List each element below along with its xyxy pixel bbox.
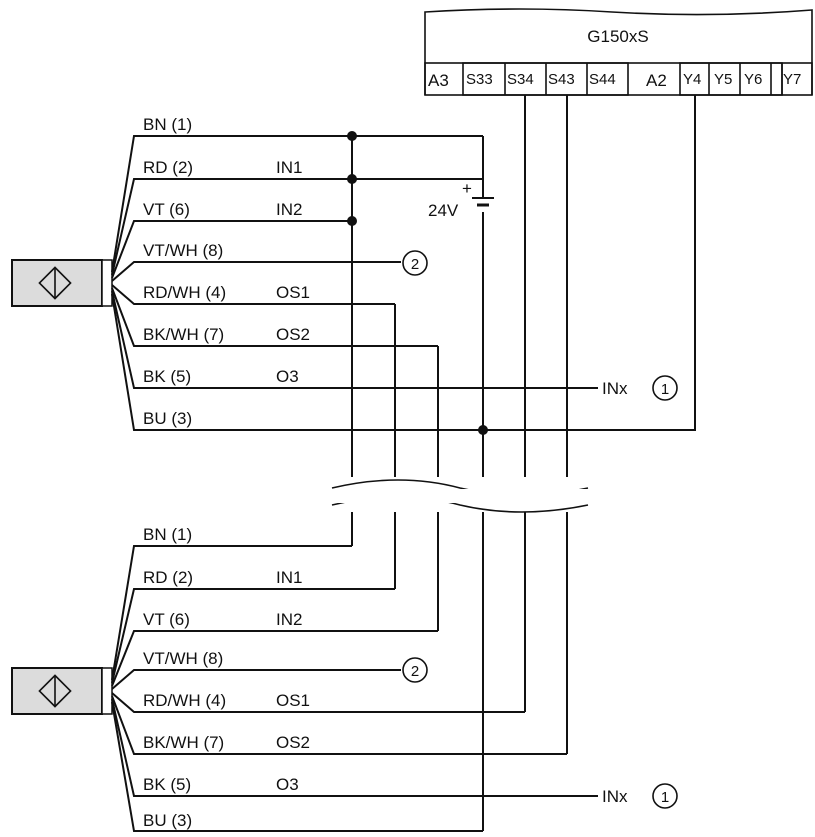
s1-inx-label: INx: [602, 379, 628, 398]
s1-wire-2-signal: IN1: [276, 158, 302, 177]
s2-wire-2-signal: IN1: [276, 568, 302, 587]
sensor-1: BN (1) RD (2) IN1 VT (6) IN2 VT/WH (8) R…: [11, 115, 678, 435]
s2-wire-2-color: RD (2): [143, 568, 193, 587]
s2-wire-7-signal: O3: [276, 775, 299, 794]
terminal-y5: Y5: [714, 71, 732, 88]
s2-callout-unused: [402, 657, 428, 683]
s2-wire-5-signal: OS1: [276, 691, 310, 710]
s2-wire-8-color: BU (3): [143, 811, 192, 830]
sensor-icon: [38, 266, 72, 300]
controller-name: G150xS: [587, 27, 648, 46]
s2-wire-7-color: BK (5): [143, 775, 191, 794]
terminal-s34: S34: [507, 71, 534, 88]
s1-wire-7-signal: O3: [276, 367, 299, 386]
s1-callout-inx-num: 1: [661, 381, 669, 398]
terminal-y7: Y7: [783, 71, 801, 88]
sensor-2: BN (1) RD (2) IN1 VT (6) IN2 VT/WH (8) R…: [11, 525, 678, 832]
s2-wire-3-color: VT (6): [143, 610, 190, 629]
s1-wire-2-color: RD (2): [143, 158, 193, 177]
s2-wire-4-color: VT/WH (8): [143, 649, 223, 668]
s1-wire-5-signal: OS1: [276, 283, 310, 302]
terminal-s43: S43: [548, 71, 575, 88]
s2-wire-6-color: BK/WH (7): [143, 733, 224, 752]
s2-wire-5-color: RD/WH (4): [143, 691, 226, 710]
s1-wire-5-color: RD/WH (4): [143, 283, 226, 302]
terminal-a2: A2: [646, 71, 667, 90]
bus-wires: [351, 95, 696, 831]
terminal-s33: S33: [466, 71, 493, 88]
s1-wire-8-color: BU (3): [143, 409, 192, 428]
supply-24v: + 24V: [428, 136, 494, 220]
supply-plus: +: [462, 179, 472, 198]
s1-wire-1-color: BN (1): [143, 115, 192, 134]
cable-break: [331, 479, 589, 513]
s1-callout-unused-num: 2: [411, 256, 419, 273]
s1-wire-4-color: VT/WH (8): [143, 241, 223, 260]
s1-callout-inx: [652, 375, 678, 401]
terminal-s44: S44: [589, 71, 616, 88]
supply-voltage: 24V: [428, 201, 459, 220]
sensor-1-body: [11, 259, 103, 307]
s2-wire-6-signal: OS2: [276, 733, 310, 752]
s2-inx-label: INx: [602, 787, 628, 806]
s2-wire-3-signal: IN2: [276, 610, 302, 629]
s1-wire-7-color: BK (5): [143, 367, 191, 386]
terminal-a3: A3: [428, 71, 449, 90]
s1-callout-unused: [402, 250, 428, 276]
terminal-y4: Y4: [683, 71, 701, 88]
s1-wire-6-signal: OS2: [276, 325, 310, 344]
s1-wire-3-color: VT (6): [143, 200, 190, 219]
s1-wire-6-color: BK/WH (7): [143, 325, 224, 344]
sensor-icon: [38, 674, 72, 708]
terminal-y6: Y6: [744, 71, 762, 88]
s2-callout-unused-num: 2: [411, 663, 419, 680]
s2-callout-inx: [652, 783, 678, 809]
s1-wire-3-signal: IN2: [276, 200, 302, 219]
controller-g150xs: G150xS A3 S33 S34 S43 S44 A2 Y4 Y5 Y6 Y7: [424, 8, 813, 96]
s2-callout-inx-num: 1: [661, 789, 669, 806]
link-y4: [483, 95, 696, 431]
s2-wire-1-color: BN (1): [143, 525, 192, 544]
sensor-2-body: [11, 667, 103, 715]
